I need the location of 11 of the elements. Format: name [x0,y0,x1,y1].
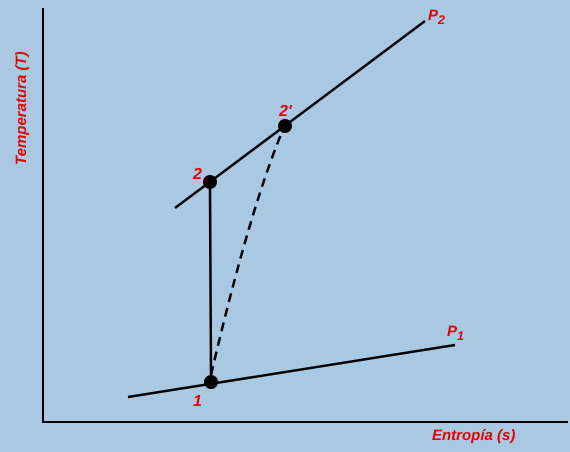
pressure-label: P$_{1}$ [447,324,464,342]
state-point [278,119,292,133]
state-point [204,375,218,389]
pressure-label: P$_{2}$ [428,8,445,26]
point-label: 2' [279,104,292,120]
point-label: 2 [193,167,202,183]
process-line [208,189,212,375]
state-point [203,175,217,189]
axis-title: Entropía (s) [432,428,516,443]
point-label: 1 [193,394,202,410]
axis-title: Temperatura (T) [14,51,29,165]
